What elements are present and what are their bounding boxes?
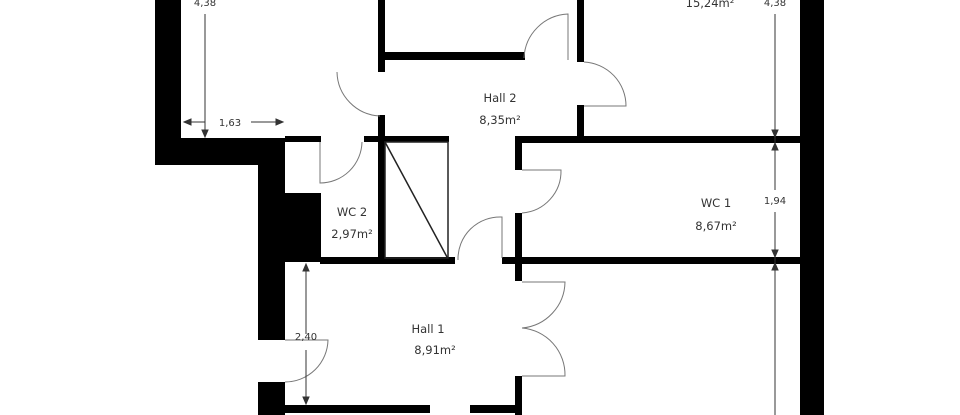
wall-top-room-bottom <box>378 52 525 60</box>
door-swing[interactable] <box>521 327 566 377</box>
door-swing[interactable] <box>319 141 363 184</box>
dimension-right-top: 4,38 <box>764 0 786 9</box>
walls <box>155 0 824 415</box>
door-swing[interactable] <box>521 169 562 214</box>
wall-wc1-left-a <box>515 136 522 170</box>
room-name-hall-1: Hall 1 <box>411 322 444 336</box>
room-name-wc-1: WC 1 <box>701 196 731 210</box>
wall-top-room-right-b <box>577 105 584 138</box>
wall-left-outer <box>155 0 181 165</box>
room-area-wc-2: 2,97m² <box>331 227 372 241</box>
wall-bottom-b <box>470 405 522 413</box>
dimension-wc1-height: 1,94 <box>764 196 786 207</box>
door-swing[interactable] <box>521 281 566 329</box>
wall-left-bottom <box>258 382 285 415</box>
wall-right-outer <box>800 0 824 415</box>
door-swing[interactable] <box>457 216 503 261</box>
room-area-wc-1: 8,67m² <box>695 219 736 233</box>
wall-hall1-right <box>515 376 522 415</box>
closet-diagonal <box>384 141 448 258</box>
wall-wc2-top-b <box>364 136 449 142</box>
wall-wc1-left-b <box>515 213 522 281</box>
fixtures <box>384 141 449 259</box>
dimension-left-width: 1,63 <box>219 118 241 129</box>
door-swing[interactable] <box>284 339 329 383</box>
wall-wc1-bottom <box>502 257 801 264</box>
wall-top-room-right-a <box>577 0 584 62</box>
wall-top-room-left <box>378 0 385 72</box>
room-area-hall-1: 8,91m² <box>414 343 455 357</box>
labels: 4,38 4,38 15,24m² 1,63 Hall 2 8,35m² WC … <box>194 0 786 357</box>
wall-wc2-bottom <box>320 257 455 264</box>
wall-bottom-a <box>285 405 430 413</box>
door-swing[interactable] <box>583 61 627 107</box>
wall-wc2-top-a <box>285 136 321 142</box>
room-area-hall-2: 8,35m² <box>479 113 520 127</box>
room-name-hall-2: Hall 2 <box>483 91 516 105</box>
wc2-shaft <box>285 193 321 262</box>
door-swing[interactable] <box>523 13 569 60</box>
room-area-top-right: 15,24m² <box>686 0 735 10</box>
dimension-hall1-height: 2,40 <box>295 332 317 343</box>
dimension-left-top: 4,38 <box>194 0 216 9</box>
door-swing[interactable] <box>336 71 381 117</box>
wall-wc1-top <box>515 136 801 143</box>
wall-left-lower <box>258 138 285 340</box>
room-name-wc-2: WC 2 <box>337 205 367 219</box>
doors <box>284 13 627 383</box>
wall-hall2-wc2 <box>378 115 385 262</box>
closet <box>384 141 449 259</box>
dimension-lines <box>182 14 779 415</box>
